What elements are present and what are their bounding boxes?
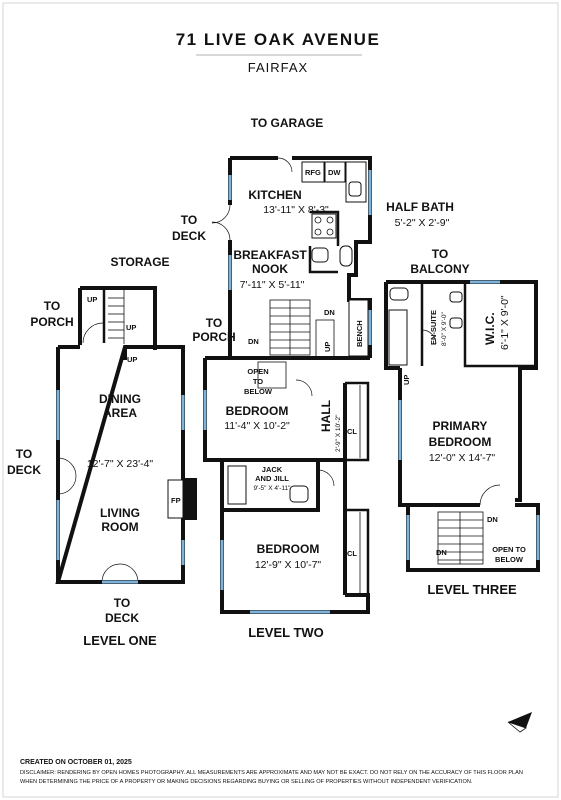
dining-2-label: AREA: [103, 406, 137, 420]
primary-2-label: BEDROOM: [429, 435, 492, 449]
plan-subtitle: FAIRFAX: [248, 60, 308, 75]
to-deck-left-2-label: DECK: [7, 463, 41, 477]
disclaimer-line-1: DISCLAIMER: RENDERING BY OPEN HOMES PHOT…: [20, 770, 523, 776]
bedroom-b-label: BEDROOM: [257, 542, 320, 556]
jack-2-label: AND JILL: [255, 474, 289, 483]
up-label: UP: [323, 342, 332, 352]
level-three: DN DN UP TO BALCONY EN-SUITE 8'-0" X 9'-…: [384, 247, 540, 597]
open-below-3-label: BELOW: [244, 387, 273, 396]
primary-dim-label: 12'-0" X 14'-7": [429, 452, 496, 464]
jack-1-label: JACK: [262, 465, 283, 474]
fp-label: FP: [171, 496, 181, 505]
breakfast-2-label: NOOK: [252, 262, 288, 276]
to-porch-left-2-label: PORCH: [30, 315, 73, 329]
cl-label: CL: [347, 549, 357, 558]
level-two-label: LEVEL TWO: [248, 625, 324, 640]
created-date: CREATED ON OCTOBER 01, 2025: [20, 759, 132, 766]
open-below-1-label: OPEN: [247, 367, 268, 376]
up-label: UP: [87, 295, 97, 304]
living-dim-label: 12'-7" X 23'-4": [87, 458, 154, 470]
to-deck-bottom-2-label: DECK: [105, 611, 139, 625]
half-bath-label: HALF BATH: [386, 200, 454, 214]
hall-dim-label: 2'-9" X 10'-2": [335, 414, 342, 452]
living-1-label: LIVING: [100, 506, 140, 520]
dn-label: DN: [324, 308, 335, 317]
rfg-label: RFG: [305, 168, 321, 177]
ensuite-dim-label: 8'-0" X 9'-0": [441, 311, 448, 346]
dn-label: DN: [487, 515, 498, 524]
breakfast-1-label: BREAKFAST: [233, 248, 307, 262]
bedroom-a-dim-label: 11'-4" X 10'-2": [224, 420, 290, 432]
to-garage-label: TO GARAGE: [251, 116, 323, 130]
level-three-label: LEVEL THREE: [427, 582, 517, 597]
level-two: RFG DW BENCH DN DN UP: [172, 116, 454, 640]
to-deck-left-1-label: TO: [16, 447, 32, 461]
dw-label: DW: [328, 168, 341, 177]
kitchen-dim-label: 13'-11" X 8'-3": [263, 204, 329, 216]
bedroom-a-label: BEDROOM: [226, 404, 289, 418]
kitchen-label: KITCHEN: [248, 188, 301, 202]
open-below-2-label: TO: [253, 377, 263, 386]
to-porch-mid-1-label: TO: [206, 316, 222, 330]
to-deck-bottom-1-label: TO: [114, 596, 130, 610]
primary-1-label: PRIMARY: [433, 419, 488, 433]
ensuite-label: EN-SUITE: [429, 310, 438, 345]
to-porch-left-1-label: TO: [44, 299, 60, 313]
wic-dim-label: 6'-1" X 9'-0": [499, 295, 511, 350]
up-label: UP: [127, 355, 137, 364]
hall-label: HALL: [319, 400, 333, 432]
bedroom-b-dim-label: 12'-9" X 10'-7": [255, 559, 322, 571]
to-deck-upper-1-label: TO: [181, 213, 197, 227]
dining-1-label: DINING: [99, 392, 141, 406]
to-porch-mid-2-label: PORCH: [192, 330, 235, 344]
to-balcony-2-label: BALCONY: [410, 262, 469, 276]
open-below-b2-label: BELOW: [495, 555, 524, 564]
plan-title: 71 LIVE OAK AVENUE: [176, 30, 381, 49]
level-one: UP UP UP FP DINING AREA 12'-7" X 23'-4" …: [7, 255, 197, 648]
storage-label: STORAGE: [110, 255, 169, 269]
to-deck-upper-2-label: DECK: [172, 229, 206, 243]
up-label: UP: [402, 375, 411, 385]
living-2-label: ROOM: [101, 520, 138, 534]
north-arrow-icon: [507, 712, 532, 733]
dn-label: DN: [248, 337, 259, 346]
bench-label: BENCH: [355, 320, 364, 347]
jack-dim-label: 9'-5" X 4'-11": [254, 485, 292, 492]
to-balcony-1-label: TO: [432, 247, 448, 261]
wic-label: W.I.C.: [483, 312, 497, 345]
up-label: UP: [126, 323, 136, 332]
breakfast-dim-label: 7'-11" X 5'-11": [240, 279, 305, 291]
dn-label: DN: [436, 548, 447, 557]
cl-label: CL: [347, 427, 357, 436]
half-bath-dim-label: 5'-2" X 2'-9": [395, 217, 450, 229]
disclaimer-line-2: WHEN DETERMINING THE PRICE OF A PROPERTY…: [20, 779, 473, 785]
open-below-b1-label: OPEN TO: [492, 545, 526, 554]
level-one-label: LEVEL ONE: [83, 633, 157, 648]
